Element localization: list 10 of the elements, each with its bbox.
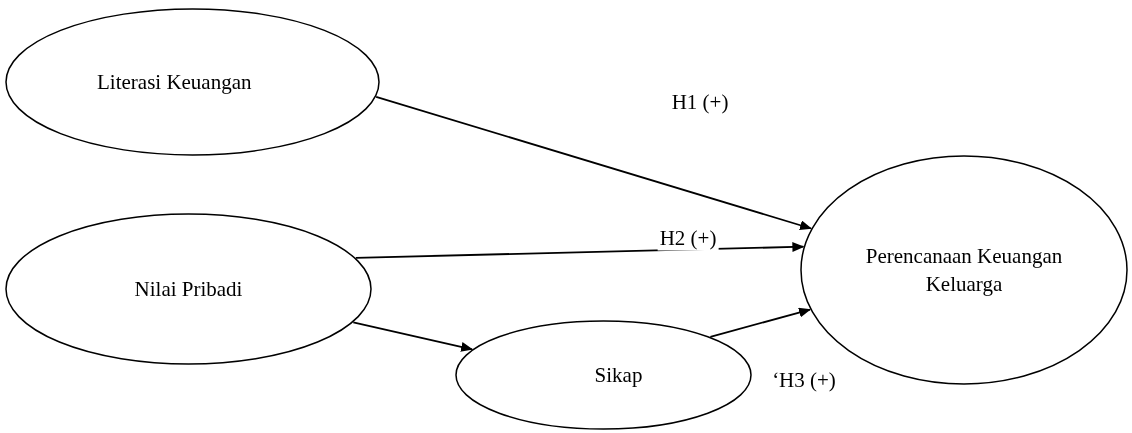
node-label: Sikap: [594, 361, 643, 389]
ellipse-node: [5, 213, 372, 365]
node-label: Literasi Keuangan: [97, 68, 252, 96]
arrow: [375, 95, 812, 231]
node-label: Perencanaan Keuangan Keluarga: [864, 242, 1064, 298]
ellipse-node: [455, 320, 752, 430]
arrow: [352, 321, 474, 352]
ellipse-node: [5, 8, 380, 156]
arrow: [709, 307, 811, 338]
node-label: Nilai Pribadi: [134, 275, 243, 303]
